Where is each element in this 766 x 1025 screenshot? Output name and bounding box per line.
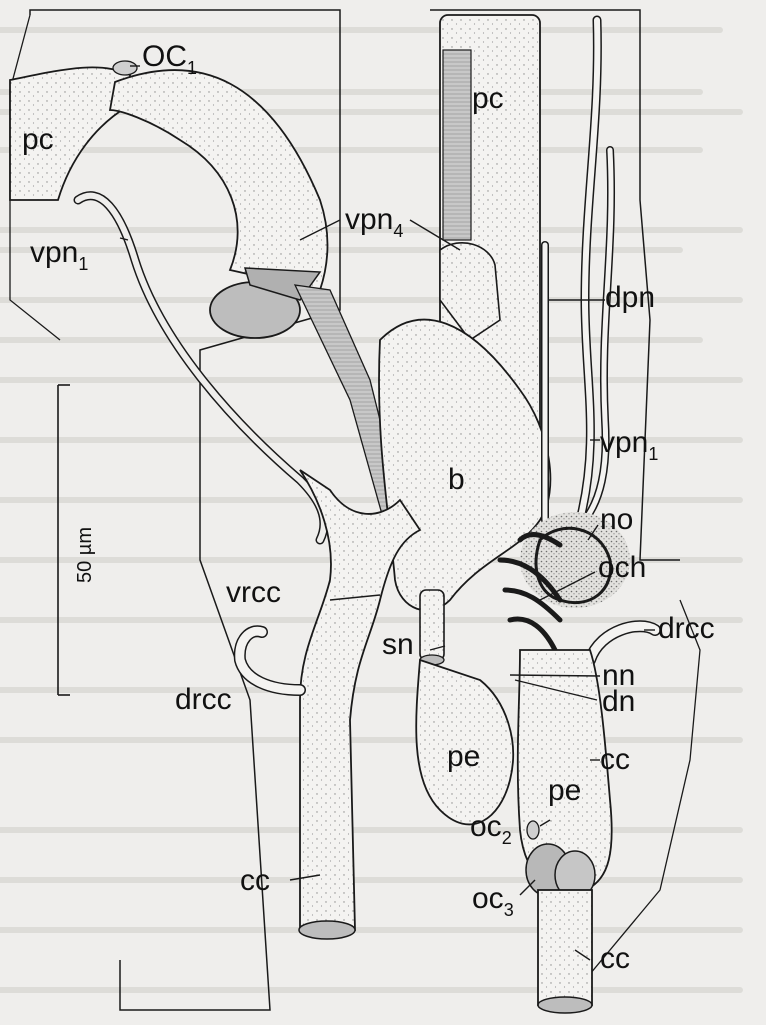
- scale-bar: [58, 385, 70, 695]
- oc1-shape: [113, 61, 137, 75]
- label-vpn4: vpn4: [345, 205, 403, 235]
- right-hatched-strip: [443, 50, 471, 240]
- label-pc-left: pc: [22, 125, 54, 155]
- label-dpn: dpn: [605, 283, 655, 313]
- label-b: b: [448, 465, 465, 495]
- label-oc1: OC1: [142, 42, 197, 72]
- label-drcc-left: drcc: [175, 685, 232, 715]
- label-vrcc: vrcc: [226, 578, 281, 608]
- label-drcc-right: drcc: [658, 614, 715, 644]
- label-vpn1-right: vpn1: [600, 428, 658, 458]
- label-dn: dn: [602, 687, 635, 717]
- cc-left-cut: [299, 921, 355, 939]
- cc-right-lower: [538, 890, 592, 1005]
- label-sn: sn: [382, 630, 414, 660]
- scale-bar-label: 50 µm: [74, 527, 97, 583]
- label-cc-right-lower: cc: [600, 944, 630, 974]
- label-cc-right-upper: cc: [600, 745, 630, 775]
- label-oc3: oc3: [472, 884, 514, 914]
- label-och: och: [598, 553, 646, 583]
- label-oc2: oc2: [470, 812, 512, 842]
- oc2-shape: [527, 821, 539, 839]
- cc-right-cut: [538, 997, 592, 1013]
- label-vpn1-left: vpn1: [30, 238, 88, 268]
- curved-pc-trunk: [110, 70, 328, 290]
- label-pe-center: pe: [447, 742, 480, 772]
- label-no: no: [600, 505, 633, 535]
- label-cc-left: cc: [240, 866, 270, 896]
- label-pc-right: pc: [472, 84, 504, 114]
- label-pe-right: pe: [548, 776, 581, 806]
